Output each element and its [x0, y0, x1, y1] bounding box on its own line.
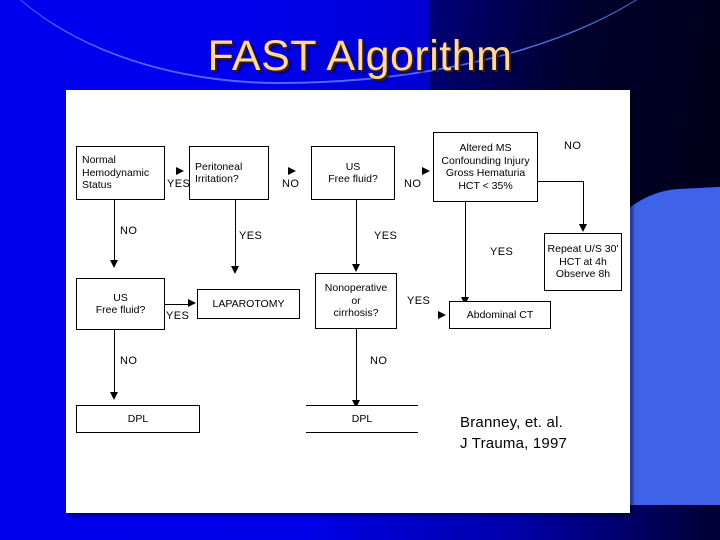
edge-line — [114, 330, 115, 394]
edge-line — [235, 200, 236, 268]
edge-line — [465, 202, 466, 300]
node-label-line: US — [113, 291, 128, 304]
node-dpl-left[interactable]: DPL — [76, 405, 200, 433]
edge-label-yes-3: YES — [374, 230, 398, 242]
edge-label-yes-1: YES — [167, 178, 191, 190]
node-label-line: HCT < 35% — [458, 179, 513, 192]
node-normal-hemodynamic-status[interactable]: Normal Hemodynamic Status — [76, 146, 165, 200]
node-label-line: Hemodynamic — [82, 166, 150, 179]
node-us-free-fluid-top[interactable]: US Free fluid? — [311, 146, 395, 200]
edge-label-yes-6: YES — [407, 295, 431, 307]
edge-line — [538, 181, 584, 182]
arrow-down-icon — [110, 392, 118, 400]
edge-line — [356, 200, 357, 266]
node-label-line: Altered MS — [459, 142, 512, 154]
node-abdominal-ct[interactable]: Abdominal CT — [449, 301, 551, 329]
arrow-right-icon — [188, 299, 196, 307]
node-us-free-fluid-lower[interactable]: US Free fluid? — [76, 278, 165, 330]
edge-label-no-4: NO — [120, 225, 138, 237]
node-label-line: Peritoneal — [195, 160, 243, 173]
edge-label-yes-2: YES — [239, 230, 263, 242]
node-label-line: Irritation? — [195, 173, 239, 185]
node-repeat-us-observe[interactable]: Repeat U/S 30' HCT at 4h Observe 8h — [544, 233, 622, 291]
node-label-line: Free fluid? — [328, 173, 378, 185]
node-label-line: DPL — [127, 412, 149, 425]
slide-title: FAST Algorithm — [207, 32, 513, 80]
edge-label-no-6: NO — [370, 355, 388, 367]
citation-line-1: Branney, et. al. — [460, 414, 563, 431]
edge-label-no-1: NO — [282, 178, 300, 190]
node-dpl-right[interactable]: DPL — [306, 405, 418, 433]
edge-label-no-3: NO — [564, 140, 582, 152]
node-label-line: Gross Hematuria — [445, 167, 526, 179]
arrow-right-icon — [422, 167, 430, 175]
node-label-line: DPL — [351, 412, 373, 425]
node-label-line: Abdominal CT — [466, 308, 534, 321]
node-label-line: Confounding Injury — [441, 154, 530, 167]
edge-line — [356, 329, 357, 402]
arrow-right-icon — [438, 311, 446, 319]
node-label-line: HCT at 4h — [559, 255, 607, 268]
citation-line-2: J Trauma, 1997 — [460, 435, 568, 452]
edge-label-no-5: NO — [120, 355, 138, 367]
arrow-down-icon — [231, 266, 239, 274]
content-panel: Normal Hemodynamic Status YES Peritoneal… — [66, 90, 630, 513]
citation: Branney, et. al. J Trauma, 1997 — [460, 412, 567, 454]
node-label-line: US — [345, 160, 361, 173]
node-laparotomy[interactable]: LAPAROTOMY — [197, 289, 300, 319]
fast-algorithm-flowchart: Normal Hemodynamic Status YES Peritoneal… — [66, 90, 630, 513]
node-label-line: or — [351, 294, 361, 307]
edge-label-yes-5: YES — [166, 310, 190, 322]
node-nonoperative-or-cirrhosis[interactable]: Nonoperative or cirrhosis? — [315, 273, 397, 329]
node-label-line: Nonoperative — [324, 282, 388, 295]
node-label-line: LAPAROTOMY — [212, 297, 285, 310]
arrow-right-icon — [288, 167, 296, 175]
node-label-line: cirrhosis? — [333, 307, 379, 320]
node-altered-ms-criteria[interactable]: Altered MS Confounding Injury Gross Hema… — [433, 132, 538, 202]
arrow-down-icon — [579, 224, 587, 232]
edge-line — [165, 304, 190, 305]
node-label-line: Observe 8h — [555, 268, 611, 281]
edge-label-no-2: NO — [404, 178, 422, 190]
node-label-line: Status — [82, 179, 112, 192]
edge-line — [583, 181, 584, 226]
arrow-right-icon — [176, 167, 184, 175]
node-peritoneal-irritation[interactable]: Peritoneal Irritation? — [189, 146, 269, 200]
node-label-line: Normal — [82, 154, 116, 167]
arrow-down-icon — [352, 264, 360, 272]
node-label-line: Free fluid? — [95, 304, 146, 316]
arrow-down-icon — [352, 400, 360, 408]
edge-label-yes-4: YES — [490, 246, 514, 258]
edge-line — [114, 200, 115, 262]
node-label-line: Repeat U/S 30' — [547, 243, 619, 256]
arrow-down-icon — [110, 260, 118, 268]
